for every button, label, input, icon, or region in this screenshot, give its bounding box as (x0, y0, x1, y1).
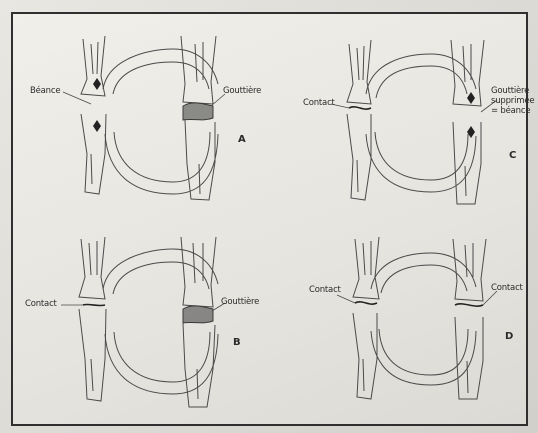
splint-shape (183, 306, 213, 323)
label-left: Béance (30, 86, 60, 96)
gap-marker-lower (93, 120, 101, 132)
contact-line (355, 302, 377, 304)
dental-arch-diagram-c (271, 14, 530, 219)
label-left: Contact (25, 299, 57, 309)
panel-letter: B (233, 337, 241, 348)
dental-arch-diagram-a (13, 14, 273, 219)
contact-line (83, 304, 105, 305)
panel-b: Contact Gouttière B (13, 219, 273, 424)
figure-frame: Béance Gouttière A (11, 12, 528, 426)
label-left: Contact (309, 285, 341, 295)
panel-letter: D (505, 331, 513, 342)
panel-letter: A (238, 134, 246, 145)
gap-marker-upper (467, 92, 475, 104)
splint-shape (183, 103, 213, 120)
panel-a: Béance Gouttière A (13, 14, 273, 219)
label-right-line: supprimée (491, 96, 538, 106)
gap-marker-upper (93, 78, 101, 90)
dental-arch-diagram-d (271, 219, 530, 424)
contact-line (455, 304, 483, 306)
label-right-line: = béance (491, 106, 538, 116)
label-right: Gouttière supprimée = béance (491, 86, 538, 116)
label-right-line: Gouttière (491, 86, 538, 96)
label-right: Contact (491, 283, 523, 293)
panel-c: Contact Gouttière supprimée = béance C (271, 14, 530, 219)
label-left: Contact (303, 98, 335, 108)
label-right: Gouttière (221, 297, 259, 307)
panel-letter: C (509, 150, 516, 161)
panel-d: Contact Contact D (271, 219, 530, 424)
dental-arch-diagram-b (13, 219, 273, 424)
label-right: Gouttière (223, 86, 261, 96)
contact-line (349, 107, 371, 109)
